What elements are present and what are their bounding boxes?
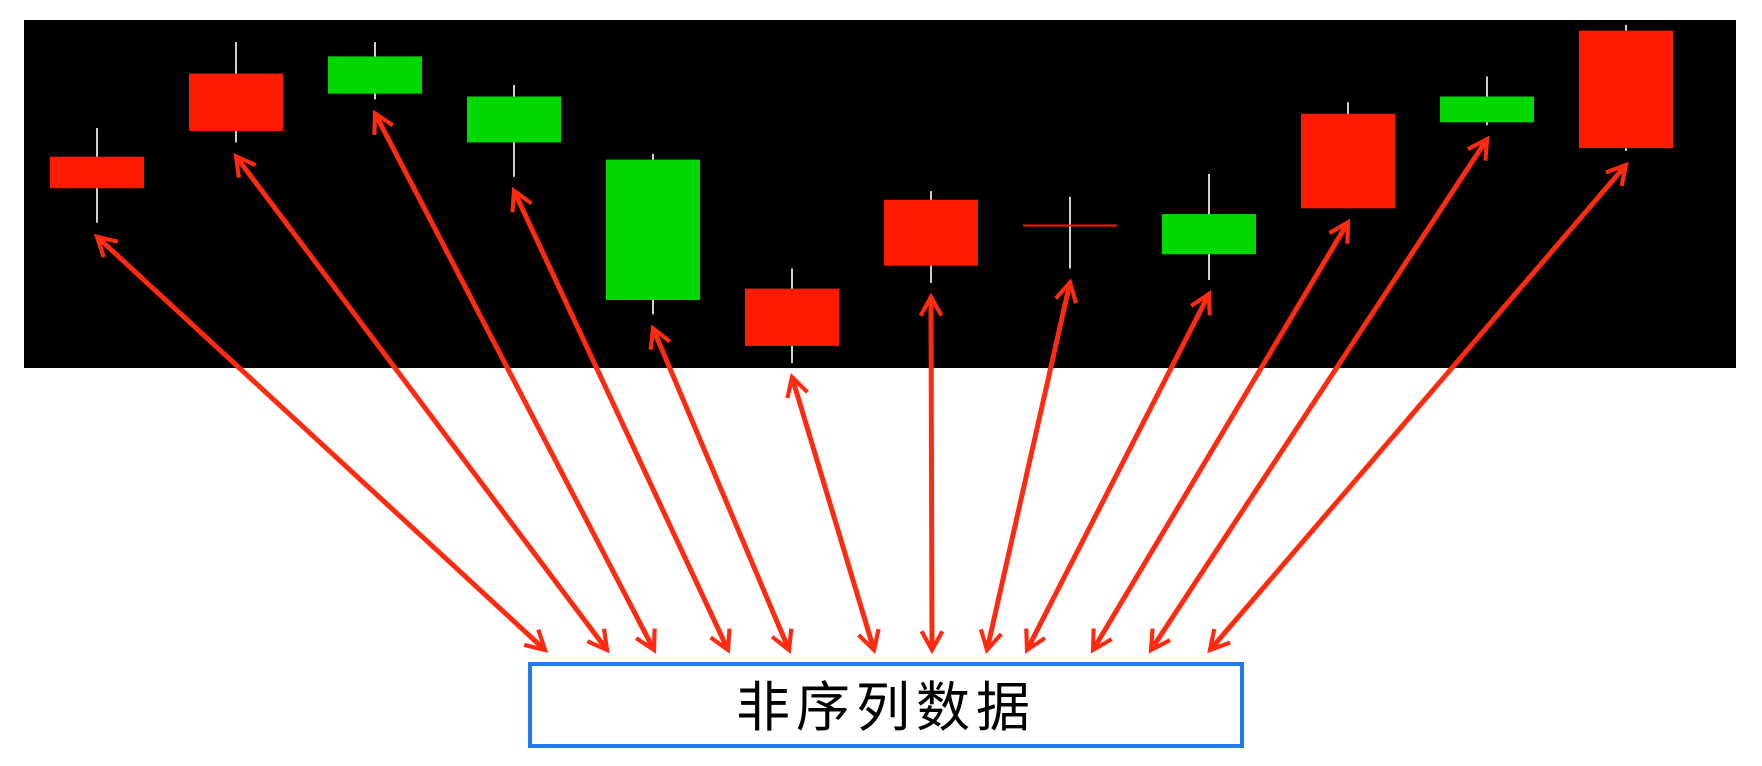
arrow-group bbox=[97, 113, 1626, 650]
candle-body bbox=[1301, 113, 1395, 209]
candle-body bbox=[328, 56, 422, 94]
label-box-border bbox=[528, 662, 1244, 748]
double-arrow bbox=[1210, 165, 1626, 650]
candle-body bbox=[884, 199, 978, 266]
candle-body bbox=[1162, 214, 1256, 255]
candle-body bbox=[1440, 96, 1534, 123]
chart-background bbox=[24, 20, 1736, 368]
candle-body bbox=[745, 288, 839, 346]
candle-body bbox=[1579, 30, 1673, 149]
candle-body bbox=[50, 156, 144, 189]
candle-body bbox=[189, 73, 283, 131]
candle-body bbox=[606, 159, 700, 301]
double-arrow bbox=[653, 328, 789, 650]
candle-body bbox=[1023, 224, 1117, 227]
candle-body bbox=[467, 96, 561, 143]
candlestick-chart bbox=[24, 20, 1736, 368]
non-sequential-data-box: 非序列数据 bbox=[528, 662, 1244, 748]
double-arrow bbox=[792, 377, 874, 650]
double-arrow bbox=[931, 297, 932, 650]
label-box-text: 非序列数据 bbox=[736, 676, 1036, 739]
